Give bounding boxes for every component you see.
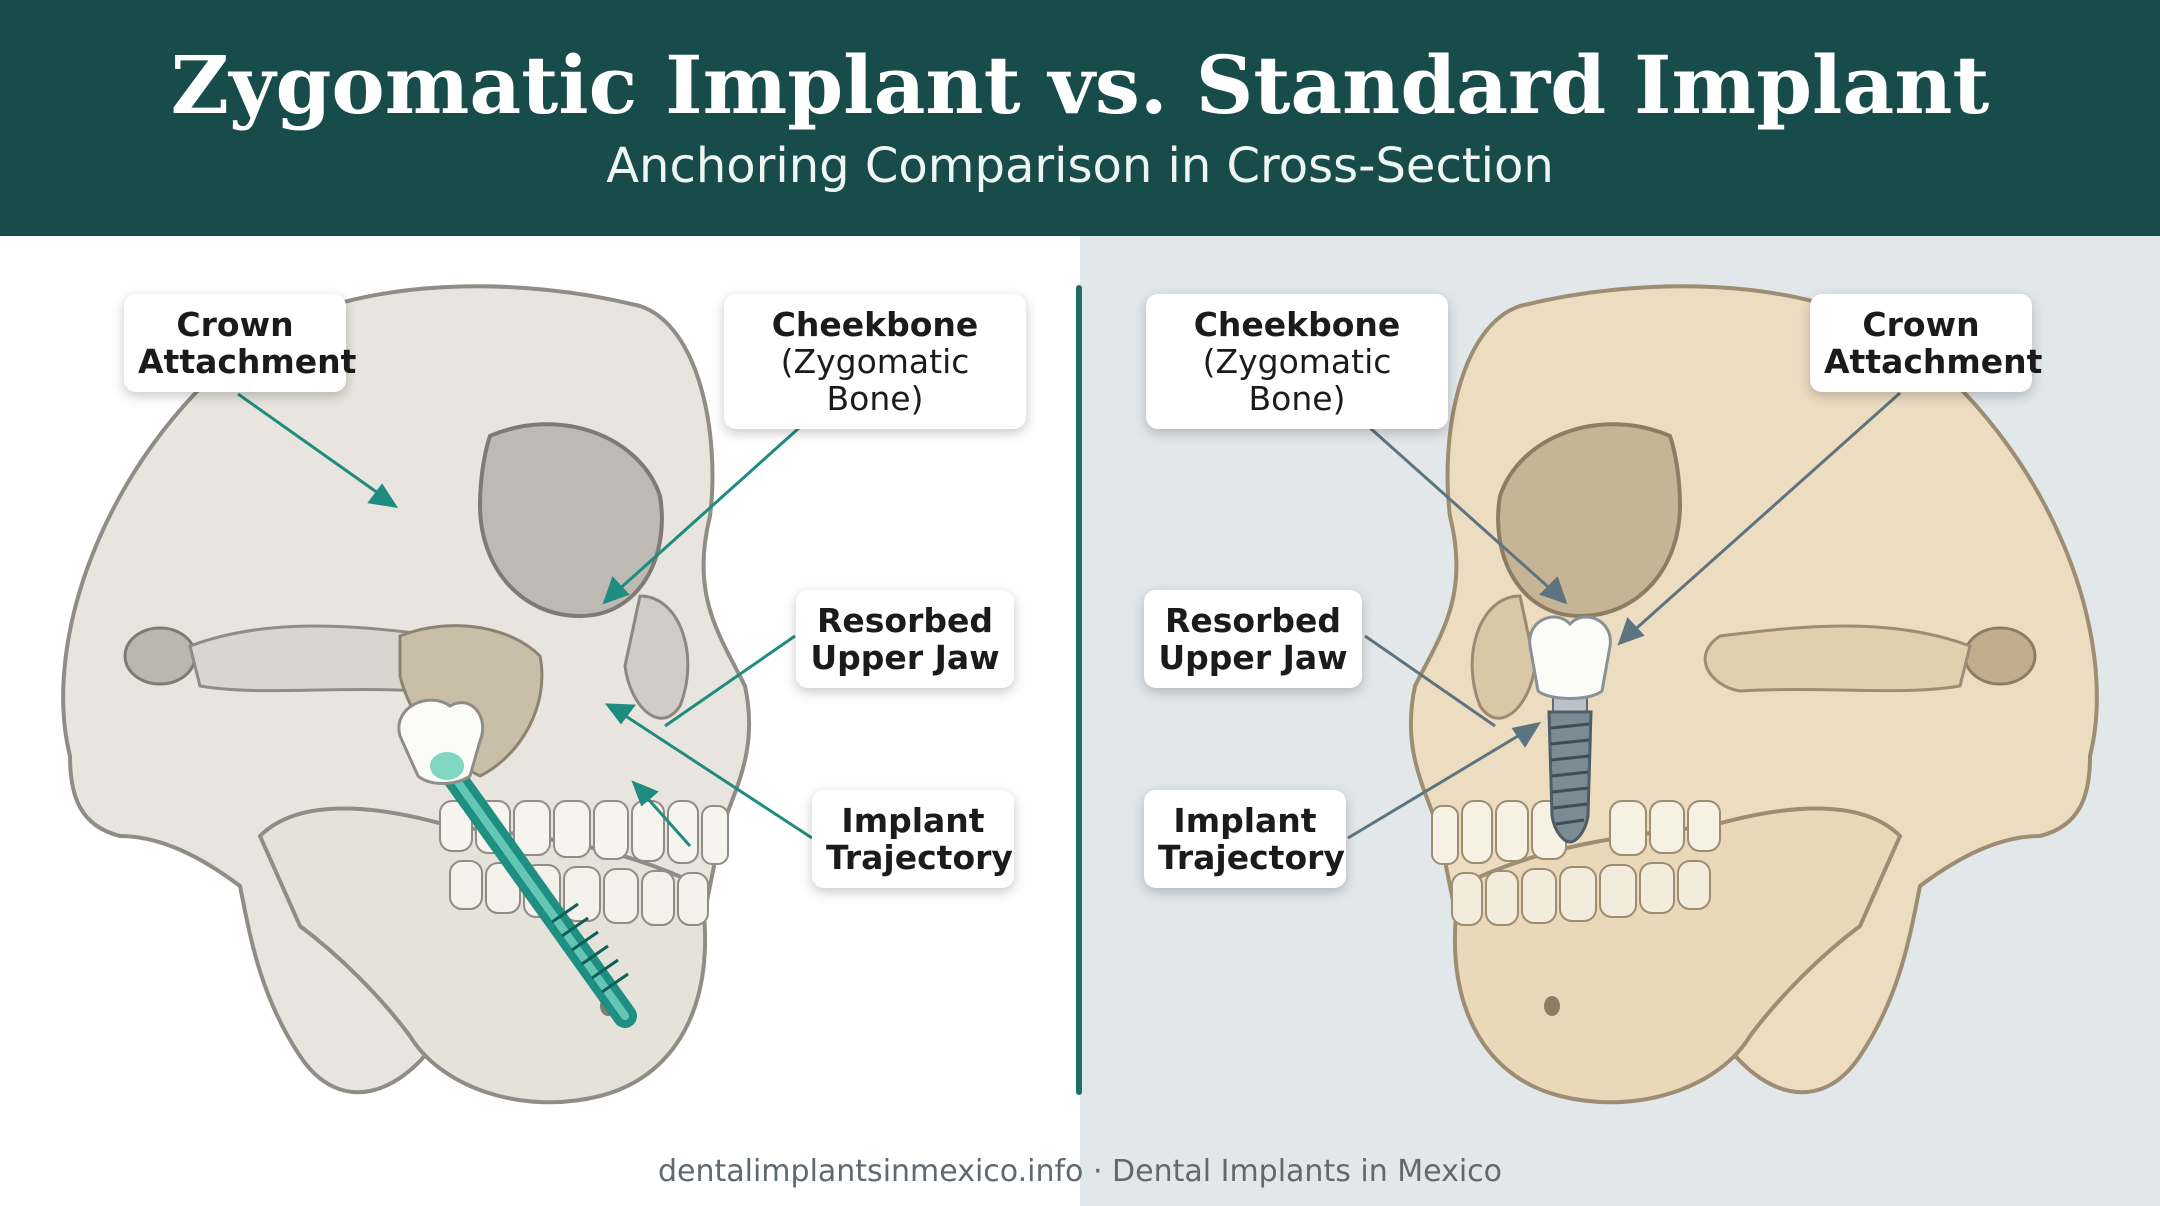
left-crown-highlight (430, 752, 464, 780)
left-ear-opening (123, 626, 197, 686)
right-mental-foramen (1544, 996, 1560, 1016)
left-label-resorbed-upper-jaw: Resorbed Upper Jaw (796, 590, 1014, 688)
right-label-resorbed-upper-jaw: Resorbed Upper Jaw (1144, 590, 1362, 688)
panel-divider (1076, 285, 1082, 1095)
right-label-crown-attachment: Crown Attachment (1810, 294, 2042, 392)
page-title: Zygomatic Implant vs. Standard Implant (170, 38, 1990, 132)
right-zygomatic-arch (1703, 624, 1972, 693)
left-label-implant-trajectory: Implant Trajectory (812, 790, 1014, 888)
page-subtitle: Anchoring Comparison in Cross-Section (606, 138, 1554, 194)
footer-credit: dentalimplantsinmexico.info · Dental Imp… (657, 1154, 1503, 1189)
header-banner: Zygomatic Implant vs. Standard Implant A… (0, 0, 2160, 236)
left-label-cheekbone: Cheekbone (Zygomatic Bone) (724, 294, 1026, 429)
right-orbit (1496, 422, 1683, 619)
right-upper-teeth (1431, 800, 1721, 865)
left-skull-illustration (61, 284, 751, 1105)
left-label-crown-attachment: Crown Attachment (124, 294, 356, 392)
left-nasal-cavity (623, 594, 690, 720)
zygomatic-implant (438, 759, 637, 1028)
right-label-cheekbone: Cheekbone (Zygomatic Bone) (1146, 294, 1448, 429)
right-label-implant-trajectory: Implant Trajectory (1144, 790, 1346, 888)
left-orbit (477, 422, 664, 619)
standard-implant (1547, 695, 1593, 844)
right-nasal-cavity (1470, 594, 1537, 720)
right-lower-teeth (1451, 860, 1711, 926)
right-ear-opening (1963, 626, 2037, 686)
right-skull-illustration (1409, 284, 2099, 1105)
illustration-layer (61, 284, 2099, 1105)
right-implant-crown (1528, 615, 1612, 700)
